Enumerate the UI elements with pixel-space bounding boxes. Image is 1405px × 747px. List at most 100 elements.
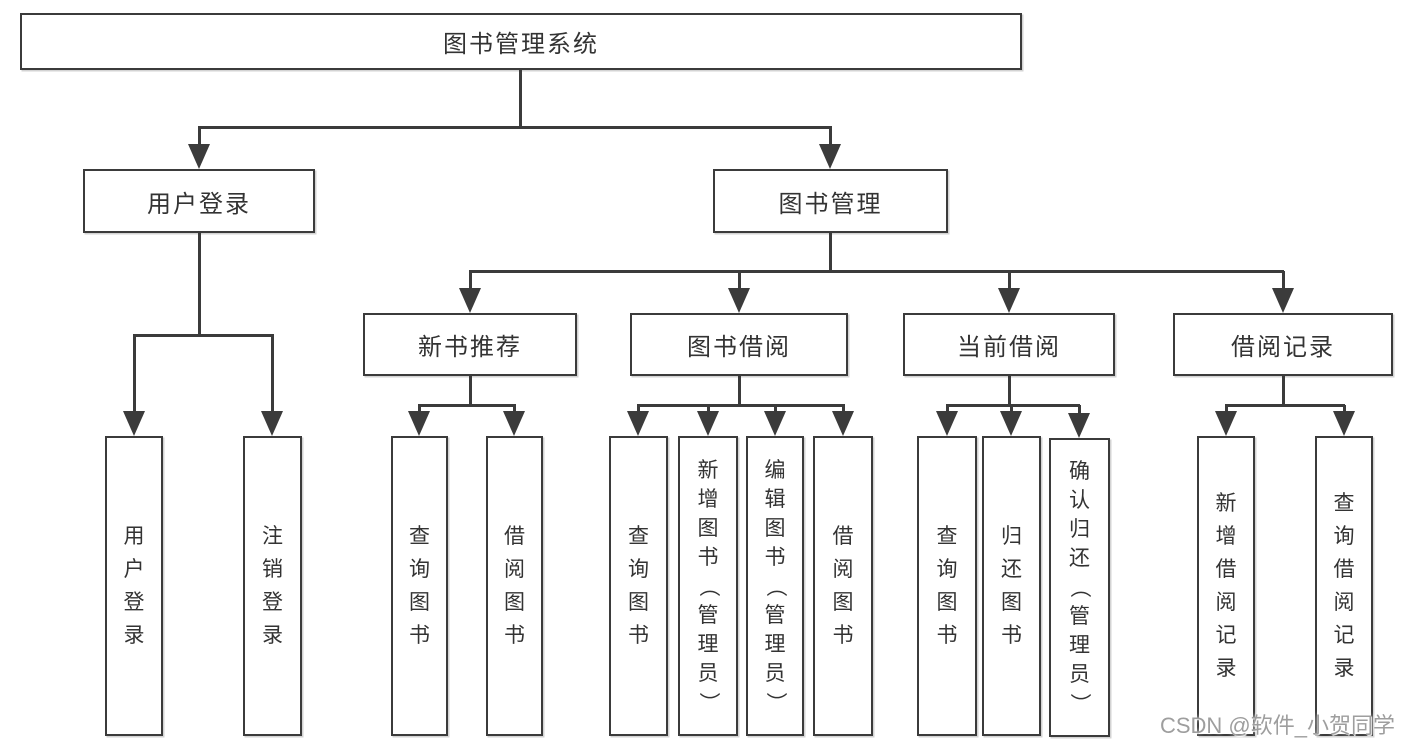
- arrow-down-icon: [764, 411, 786, 436]
- vertical-char: ）: [1068, 693, 1091, 714]
- leaf-query-borrow-record: 查询借阅记录: [1315, 436, 1373, 736]
- vertical-char: 图: [504, 591, 525, 614]
- arrow-down-icon: [123, 411, 145, 436]
- vertical-char: 借: [832, 525, 854, 548]
- vertical-char: 员: [764, 661, 786, 685]
- vertical-char: 确: [1069, 460, 1090, 483]
- arrow-shaft: [271, 335, 274, 413]
- arrow-down-icon: [1068, 413, 1090, 438]
- arrow-down-icon: [998, 288, 1020, 313]
- arrow-shaft: [774, 405, 777, 413]
- vertical-char: 查: [409, 525, 430, 548]
- vertical-char: 理: [697, 632, 719, 656]
- connector-bar-user-login: [133, 334, 274, 337]
- connector-stem-root: [519, 70, 522, 128]
- arrow-shaft: [1008, 271, 1011, 291]
- vertical-char: 书: [628, 624, 649, 647]
- vertical-char: 查: [628, 525, 649, 548]
- arrow-shaft: [1225, 405, 1228, 413]
- leaf-logout: 注销登录: [243, 436, 302, 736]
- vertical-char: 理: [764, 632, 786, 656]
- connector-stem-borrow-records: [1282, 376, 1285, 406]
- vertical-char: （: [763, 575, 787, 597]
- vertical-char: （: [1068, 577, 1091, 598]
- arrow-down-icon: [1333, 411, 1355, 436]
- arrow-shaft: [1078, 405, 1081, 413]
- leaf-user-login: 用户登录: [105, 436, 163, 736]
- arrow-shaft: [842, 405, 845, 413]
- arrow-shaft: [418, 405, 421, 413]
- vertical-char: 登: [123, 591, 145, 614]
- arrow-down-icon: [832, 411, 854, 436]
- vertical-char: 阅: [832, 558, 854, 581]
- vertical-char: （: [696, 575, 720, 597]
- vertical-char: 管: [1069, 605, 1090, 628]
- vertical-char: 辑: [764, 487, 786, 511]
- arrow-shaft: [738, 271, 741, 291]
- vertical-char: 管: [764, 603, 786, 627]
- node-borrow-records: 借阅记录: [1173, 313, 1393, 376]
- vertical-char: 图: [697, 516, 719, 540]
- connector-bar-borrow-records: [1225, 404, 1345, 407]
- vertical-char: 员: [1069, 663, 1090, 686]
- leaf-edit-books-admin: 编辑图书（管理员）: [746, 436, 804, 736]
- vertical-char: 录: [262, 624, 283, 647]
- vertical-char: 借: [1215, 558, 1237, 581]
- vertical-char: 借: [1333, 558, 1355, 581]
- arrow-down-icon: [188, 144, 210, 169]
- arrow-down-icon: [819, 144, 841, 169]
- vertical-char: 书: [697, 545, 719, 569]
- vertical-char: 询: [1333, 525, 1355, 548]
- vertical-char: 阅: [1215, 591, 1237, 614]
- arrow-down-icon: [459, 288, 481, 313]
- vertical-char: 查: [1333, 492, 1355, 515]
- leaf-query-books-recommend: 查询图书: [391, 436, 448, 736]
- vertical-char: 借: [504, 525, 525, 548]
- arrow-down-icon: [697, 411, 719, 436]
- leaf-borrow-books-recommend: 借阅图书: [486, 436, 543, 736]
- vertical-char: 登: [262, 591, 283, 614]
- arrow-shaft: [133, 335, 136, 413]
- node-current-borrow: 当前借阅: [903, 313, 1115, 376]
- arrow-shaft: [829, 127, 832, 147]
- vertical-char: 注: [262, 525, 283, 548]
- vertical-char: 户: [123, 558, 145, 581]
- arrow-shaft: [1010, 405, 1013, 413]
- arrow-shaft: [946, 405, 949, 413]
- leaf-return-books: 归还图书: [982, 436, 1041, 736]
- connector-bar-level1: [198, 126, 832, 129]
- watermark-csdn: CSDN @软件_小贺同学: [1159, 713, 1395, 738]
- arrow-shaft: [1282, 271, 1285, 291]
- vertical-char: 还: [1069, 547, 1090, 570]
- vertical-char: 用: [123, 525, 145, 548]
- node-root-library-system: 图书管理系统: [20, 13, 1022, 70]
- node-new-book-recommend: 新书推荐: [363, 313, 577, 376]
- vertical-char: 图: [832, 591, 854, 614]
- vertical-char: 阅: [504, 558, 525, 581]
- vertical-char: 增: [697, 487, 719, 511]
- vertical-char: 录: [1215, 657, 1237, 680]
- arrow-down-icon: [1215, 411, 1237, 436]
- vertical-char: 归: [1069, 518, 1090, 541]
- vertical-char: 图: [764, 516, 786, 540]
- connector-stem-book-borrow: [738, 376, 741, 406]
- node-book-borrow: 图书借阅: [630, 313, 848, 376]
- arrow-down-icon: [627, 411, 649, 436]
- vertical-char: 书: [832, 624, 854, 647]
- node-user-login: 用户登录: [83, 169, 315, 233]
- arrow-down-icon: [728, 288, 750, 313]
- vertical-char: 询: [409, 558, 430, 581]
- vertical-char: 认: [1069, 489, 1090, 512]
- connector-bar-current-borrow: [946, 404, 1080, 407]
- arrow-down-icon: [1272, 288, 1294, 313]
- connector-bar-level2: [469, 270, 1284, 273]
- arrow-shaft: [707, 405, 710, 413]
- vertical-char: 查: [936, 525, 958, 548]
- vertical-char: 新: [1215, 492, 1237, 515]
- vertical-char: 录: [1333, 657, 1355, 680]
- vertical-char: ）: [763, 691, 787, 713]
- vertical-char: 书: [409, 624, 430, 647]
- vertical-char: 记: [1333, 624, 1355, 647]
- vertical-char: 记: [1215, 624, 1237, 647]
